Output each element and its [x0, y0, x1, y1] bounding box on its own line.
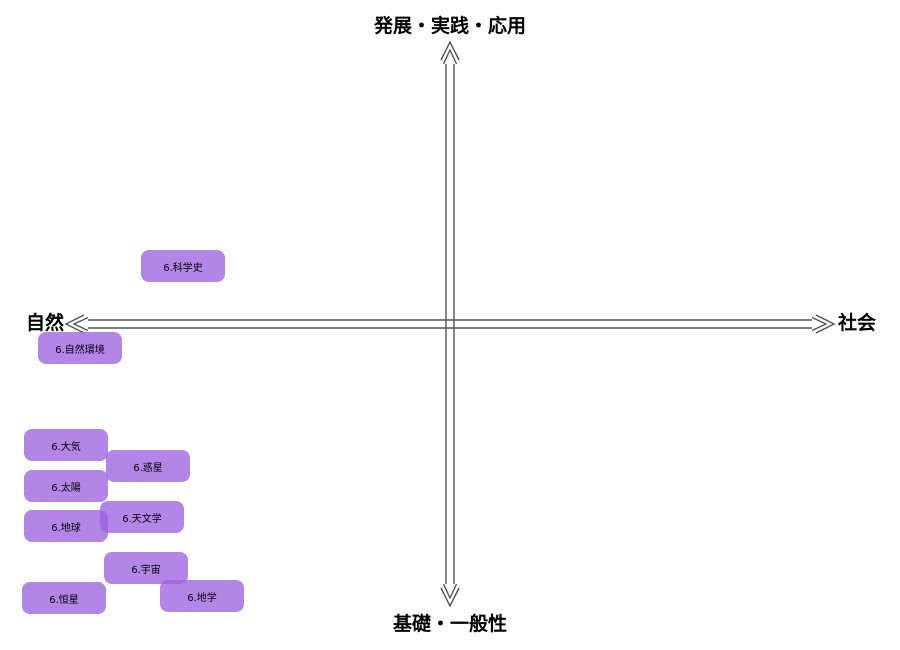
axis-label-right: 社会: [838, 312, 877, 334]
tag-fixed-star[interactable]: 6.恒星: [22, 582, 106, 614]
tag-planet[interactable]: 6.惑星: [106, 450, 190, 482]
axis-label-left: 自然: [26, 312, 65, 334]
arrow-up-inner-icon: [442, 48, 458, 65]
tag-earth[interactable]: 6.地球: [24, 510, 108, 542]
tag-astronomy[interactable]: 6.天文学: [100, 501, 184, 533]
arrow-left-inner-icon: [72, 316, 89, 332]
arrow-down-inner-icon: [442, 583, 458, 600]
tag-universe[interactable]: 6.宇宙: [104, 552, 188, 584]
arrow-right-inner-icon: [811, 316, 828, 332]
tag-natural-environment[interactable]: 6.自然環境: [38, 332, 122, 364]
axis-label-top: 発展・実践・応用: [373, 15, 527, 37]
tag-earth-science[interactable]: 6.地学: [160, 580, 244, 612]
tag-sun[interactable]: 6.太陽: [24, 470, 108, 502]
axis-label-bottom: 基礎・一般性: [392, 613, 508, 635]
horizontal-axis: [64, 314, 836, 334]
tag-science-history[interactable]: 6.科学史: [141, 250, 225, 282]
vertical-axis: [440, 40, 460, 608]
tag-atmosphere[interactable]: 6.大気: [24, 429, 108, 461]
